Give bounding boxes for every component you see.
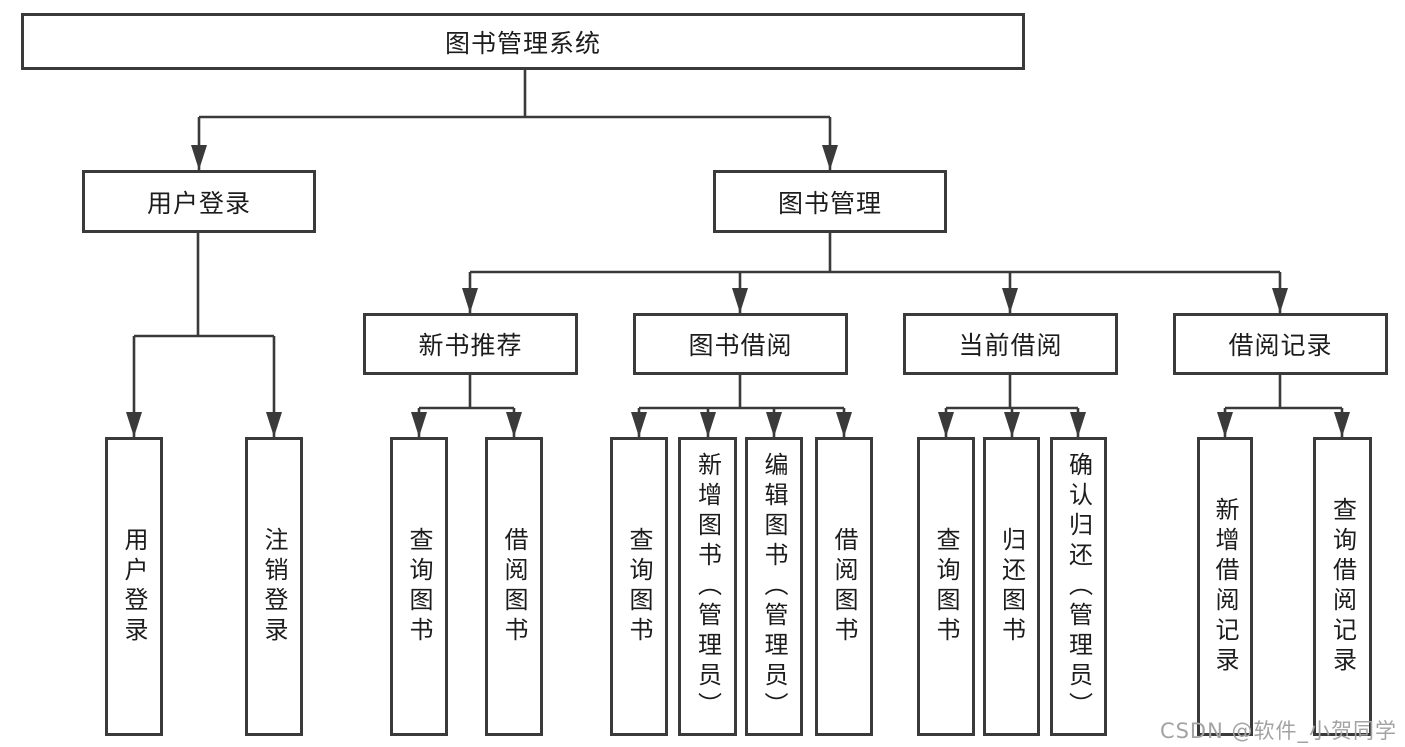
node-leaf-logout: 注销登录 — [245, 437, 303, 736]
node-new-book-recommendation: 新书推荐 — [363, 313, 578, 375]
node-leaf-query-books-recommend: 查询图书 — [390, 437, 448, 736]
node-leaf-edit-books-admin: 编辑图书（管理员） — [745, 437, 803, 736]
connector-root-to-level2 — [197, 70, 832, 170]
node-leaf-query-borrow-record: 查询借阅记录 — [1313, 437, 1372, 736]
node-book-management: 图书管理 — [713, 170, 947, 233]
connector-book-management-children — [468, 232, 1282, 313]
node-leaf-query-books-borrowing: 查询图书 — [610, 437, 668, 736]
connector-user-login-children — [132, 232, 276, 437]
node-leaf-query-books-current: 查询图书 — [917, 437, 975, 736]
node-leaf-borrow-books-recommend: 借阅图书 — [485, 437, 543, 736]
connector-borrow-records-children — [1223, 375, 1344, 437]
connector-new-book-children — [417, 375, 516, 437]
node-leaf-borrow-books-borrowing: 借阅图书 — [815, 437, 873, 736]
node-library-management-system: 图书管理系统 — [21, 13, 1025, 70]
node-book-borrowing: 图书借阅 — [633, 313, 848, 375]
arrowhead-icons — [126, 145, 1350, 437]
connector-book-borrowing-children — [637, 375, 846, 437]
node-current-borrowing: 当前借阅 — [903, 313, 1118, 375]
node-leaf-add-borrow-record: 新增借阅记录 — [1197, 437, 1253, 736]
node-leaf-return-books: 归还图书 — [983, 437, 1040, 736]
node-leaf-add-books-admin: 新增图书（管理员） — [678, 437, 737, 736]
csdn-watermark: CSDN @软件_小贺同学 — [1159, 719, 1397, 743]
node-leaf-user-login: 用户登录 — [105, 437, 163, 736]
node-user-login: 用户登录 — [82, 170, 316, 233]
node-borrow-records: 借阅记录 — [1173, 313, 1388, 375]
node-leaf-confirm-return-admin: 确认归还（管理员） — [1050, 437, 1107, 736]
